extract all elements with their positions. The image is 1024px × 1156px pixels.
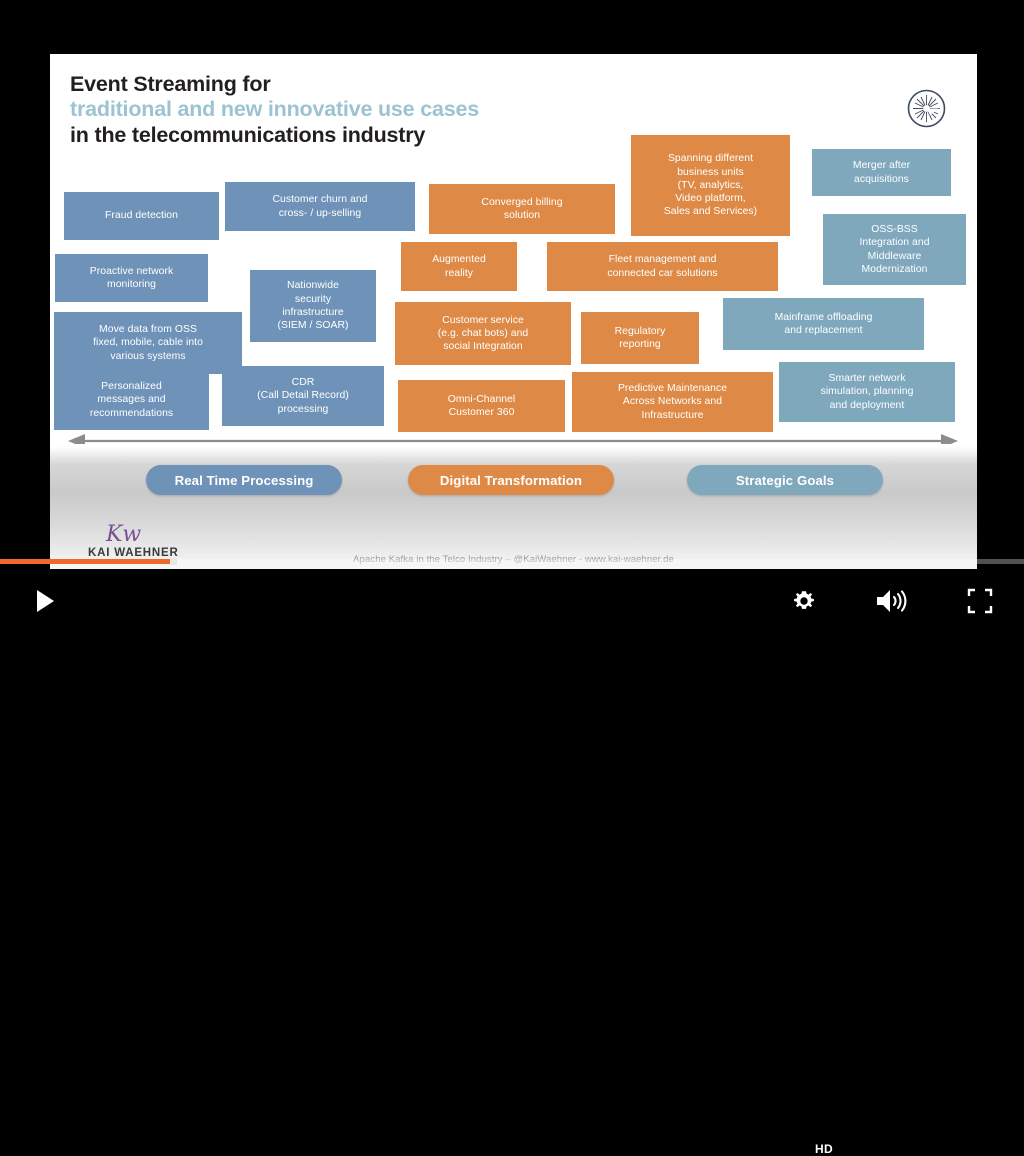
use-case-box-label: Fleet management and connected car solut…	[607, 254, 718, 279]
use-case-box-label: Augmented reality	[432, 254, 486, 279]
progress-bar-handle[interactable]	[170, 558, 177, 565]
use-case-box-move-data-from-oss: Move data from OSS fixed, mobile, cable …	[54, 312, 242, 374]
use-case-box-label: Proactive network monitoring	[89, 265, 174, 290]
use-case-box-label: Regulatory reporting	[614, 325, 666, 350]
use-case-box-label: CDR (Call Detail Record) processing	[257, 377, 349, 415]
use-case-box-fraud-detection: Fraud detection	[64, 192, 219, 240]
use-case-box-label: Omni-Channel Customer 360	[447, 393, 516, 418]
use-case-box-mainframe-offloading: Mainframe offloading and replacement	[723, 298, 924, 350]
legend-pill-label: Real Time Processing	[174, 472, 314, 488]
use-case-box-label: Predictive Maintenance Across Networks a…	[617, 383, 728, 421]
legend-pill-strategic-goals: Strategic Goals	[687, 465, 883, 495]
settings-button[interactable]	[782, 581, 826, 621]
legend-pill-label: Strategic Goals	[735, 472, 835, 488]
kw-wordmark: KAI WAEHNER	[88, 547, 179, 559]
use-case-box-label: Converged billing solution	[481, 196, 563, 221]
quality-badge: HD	[815, 1142, 833, 1156]
use-case-box-personalized-messages: Personalized messages and recommendation…	[54, 370, 209, 430]
player-control-bar: HD	[0, 569, 1024, 1156]
volume-on-icon	[877, 590, 907, 612]
fullscreen-button[interactable]	[958, 581, 1002, 621]
use-case-box-label: Mainframe offloading and replacement	[774, 311, 873, 336]
title-line-1: Event Streaming for	[70, 72, 271, 96]
use-case-box-augmented-reality: Augmented reality	[401, 242, 517, 291]
use-case-box-label: Merger after acquisitions	[852, 160, 911, 185]
use-case-box-label: Smarter network simulation, planning and…	[820, 373, 914, 411]
use-case-box-customer-service: Customer service (e.g. chat bots) and so…	[395, 302, 571, 365]
use-case-box-spanning-business-units: Spanning different business units (TV, a…	[631, 135, 790, 236]
slide-canvas: Event Streaming for traditional and new …	[50, 54, 977, 573]
use-case-box-proactive-network: Proactive network monitoring	[55, 254, 208, 302]
use-case-box-nationwide-security: Nationwide security infrastructure (SIEM…	[250, 270, 376, 342]
use-case-box-regulatory-reporting: Regulatory reporting	[581, 312, 699, 364]
video-player: Event Streaming for traditional and new …	[0, 54, 1024, 1156]
legend-pill-label: Digital Transformation	[439, 472, 583, 488]
use-case-box-label: Customer service (e.g. chat bots) and so…	[437, 314, 529, 353]
title-line-3: in the telecommunications industry	[70, 122, 426, 147]
use-case-box-customer-churn: Customer churn and cross- / up-selling	[225, 182, 415, 231]
gear-icon	[794, 591, 814, 609]
slide-footer-note: Apache Kafka in the Telco Industry – @Ka…	[353, 554, 674, 565]
kw-monogram: Kw	[106, 522, 142, 547]
progress-bar-fill	[0, 559, 170, 564]
use-case-box-converged-billing: Converged billing solution	[429, 184, 615, 234]
volume-button[interactable]	[866, 581, 918, 621]
use-case-box-label: Nationwide security infrastructure (SIEM…	[277, 280, 349, 332]
use-case-box-label: Customer churn and cross- / up-selling	[272, 194, 368, 219]
use-case-box-predictive-maintenance: Predictive Maintenance Across Networks a…	[572, 372, 773, 432]
progress-bar[interactable]	[0, 558, 1024, 565]
use-case-box-fleet-management: Fleet management and connected car solut…	[547, 242, 778, 291]
use-case-box-oss-bss-integration: OSS-BSS Integration and Middleware Moder…	[823, 214, 966, 285]
legend-pill-digital-transformation: Digital Transformation	[408, 465, 614, 495]
use-case-box-cdr-processing: CDR (Call Detail Record) processing	[222, 366, 384, 426]
use-case-box-label: OSS-BSS Integration and Middleware Moder…	[859, 223, 930, 275]
use-case-box-label: Personalized messages and recommendation…	[89, 381, 174, 419]
slide-title: Event Streaming for traditional and new …	[70, 72, 479, 148]
play-triangle-icon	[37, 590, 54, 612]
fullscreen-icon	[967, 588, 993, 614]
play-button[interactable]	[24, 581, 66, 621]
use-case-box-merger-after-acquisitions: Merger after acquisitions	[812, 149, 951, 196]
use-case-box-label: Spanning different business units (TV, a…	[663, 153, 758, 218]
starburst-circle-logo-icon	[906, 88, 947, 129]
use-case-box-label: Fraud detection	[105, 210, 178, 222]
use-case-box-omni-channel-customer-360: Omni-Channel Customer 360	[398, 380, 565, 432]
use-case-box-smarter-network-simulation: Smarter network simulation, planning and…	[779, 362, 955, 422]
kai-waehner-logo: Kw KAI WAEHNER	[88, 524, 206, 568]
use-case-box-label: Move data from OSS fixed, mobile, cable …	[93, 324, 203, 362]
legend-pill-real-time-processing: Real Time Processing	[146, 465, 342, 495]
title-line-2: traditional and new innovative use cases	[70, 97, 479, 122]
